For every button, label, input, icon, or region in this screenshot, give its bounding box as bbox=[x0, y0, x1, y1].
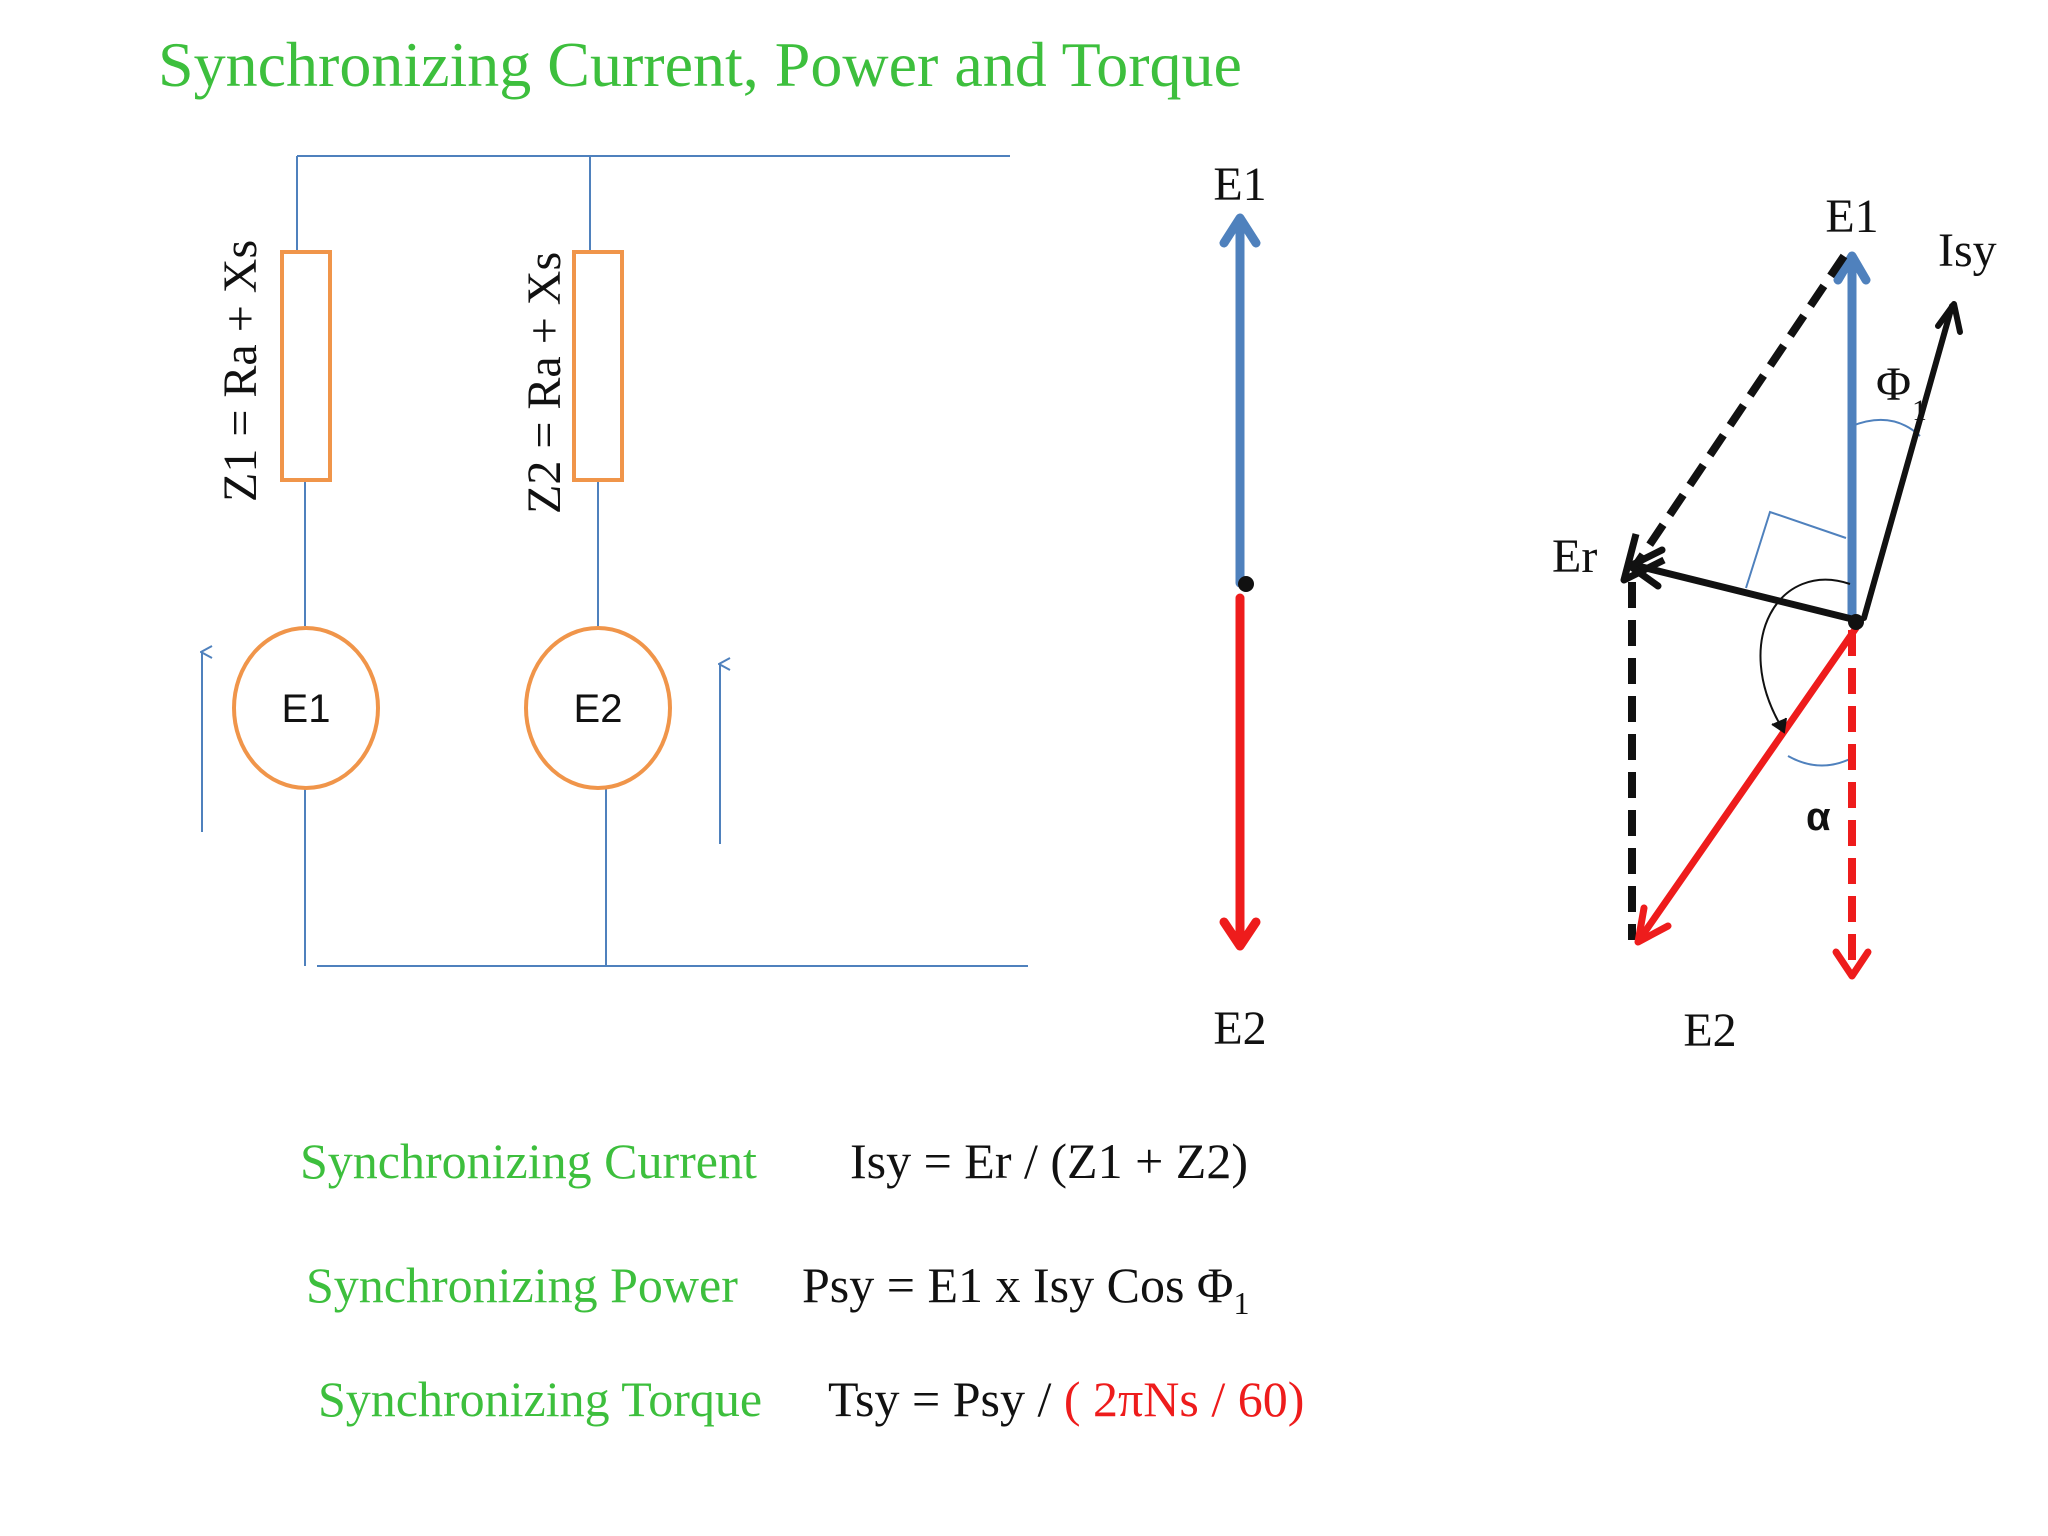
isy-label: Isy bbox=[1938, 224, 1997, 277]
full-e2-label: E2 bbox=[1683, 1004, 1736, 1057]
sync-power-label: Synchronizing Power bbox=[306, 1257, 738, 1313]
alpha-label: α bbox=[1806, 795, 1831, 839]
sync-torque-label: Synchronizing Torque bbox=[318, 1371, 762, 1427]
simple-origin-dot bbox=[1238, 576, 1254, 592]
source-e1-label: E1 bbox=[282, 687, 331, 731]
large-angle-arc-head bbox=[1771, 717, 1787, 734]
isy-arrowhead bbox=[1935, 301, 1963, 335]
simple-e1-arrowhead bbox=[1219, 213, 1261, 248]
source-e1 bbox=[232, 626, 380, 790]
source-e2 bbox=[524, 626, 672, 790]
simple-e1-label: E1 bbox=[1213, 158, 1266, 211]
page-title: Synchronizing Current, Power and Torque bbox=[158, 29, 1242, 100]
dashed-e1-to-er bbox=[1630, 253, 1848, 571]
dashed-e2-original-arrowhead bbox=[1832, 948, 1872, 980]
full-e2-phasor bbox=[1638, 624, 1860, 940]
phi-angle-arc bbox=[1851, 419, 1921, 437]
z1-label: Z1 = Ra + Xs bbox=[214, 240, 267, 502]
full-e2-arrowhead bbox=[1634, 904, 1672, 946]
source-e2-label: E2 bbox=[574, 687, 623, 731]
sync-torque-formula: Tsy = Psy / ( 2πNs / 60) bbox=[828, 1371, 1304, 1427]
power-formula-subscript: 1 bbox=[1233, 1285, 1249, 1321]
sync-current-formula: Isy = Er / (Z1 + Z2) bbox=[850, 1133, 1248, 1189]
z2-label: Z2 = Ra + Xs bbox=[518, 252, 571, 514]
torque-formula-main: Tsy = Psy / bbox=[828, 1371, 1064, 1427]
equations-block: Synchronizing Current Isy = Er / (Z1 + Z… bbox=[300, 1133, 1304, 1427]
circuit-diagram: Z1 = Ra + Xs Z2 = Ra + Xs E1 E2 bbox=[202, 155, 1028, 967]
large-angle-arc bbox=[1759, 578, 1851, 729]
right-angle-marker bbox=[1745, 510, 1847, 589]
full-e1-arrowhead bbox=[1833, 251, 1871, 285]
er-label: Er bbox=[1552, 530, 1597, 583]
full-phasor-diagram: E1 Isy Er E2 α Φ 1 bbox=[1552, 190, 1997, 1057]
er-arrowhead bbox=[1626, 546, 1666, 590]
power-formula-main: Psy = E1 x Isy Cos Φ bbox=[802, 1257, 1233, 1313]
torque-formula-red: ( 2πNs / 60) bbox=[1064, 1371, 1305, 1427]
full-origin-dot bbox=[1848, 614, 1864, 630]
sync-power-formula: Psy = E1 x Isy Cos Φ1 bbox=[802, 1257, 1249, 1321]
er-phasor bbox=[1634, 562, 1860, 624]
simple-e2-arrowhead bbox=[1219, 917, 1261, 951]
full-e1-label: E1 bbox=[1825, 190, 1878, 243]
isy-phasor bbox=[1861, 303, 1955, 621]
impedance-z2 bbox=[572, 250, 624, 482]
simple-phasor-diagram: E1 E2 bbox=[1213, 158, 1266, 1055]
phi-label: Φ bbox=[1876, 358, 1911, 411]
impedance-z1 bbox=[280, 250, 332, 482]
simple-e2-label: E2 bbox=[1213, 1002, 1266, 1055]
sync-current-label: Synchronizing Current bbox=[300, 1133, 757, 1189]
alpha-angle-arc bbox=[1787, 755, 1853, 767]
